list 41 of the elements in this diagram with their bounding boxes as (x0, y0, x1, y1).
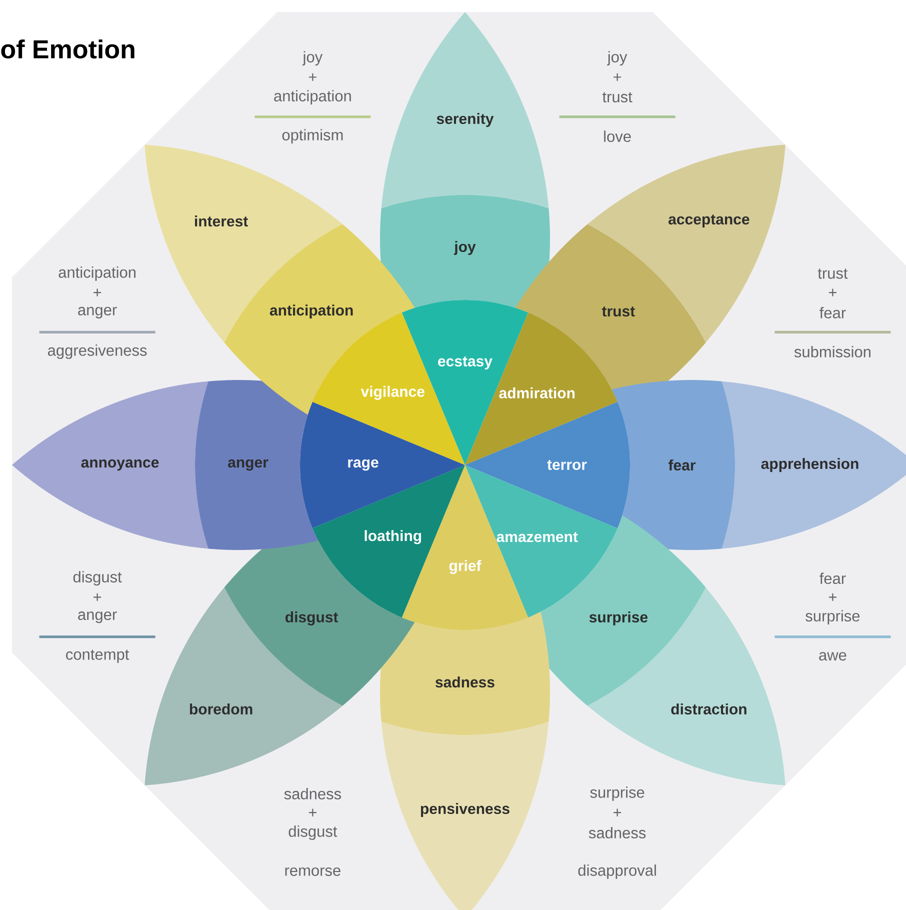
dyad-term: trust (818, 268, 848, 279)
petal-band: anger (195, 380, 318, 550)
dyad-name: aggresiveness (48, 344, 147, 359)
petal-band: fear (612, 380, 735, 550)
plus-sign: + (614, 808, 622, 816)
petal-band: apprehension (722, 381, 906, 549)
dyad-term: fear (820, 307, 846, 318)
dyad-name: awe (819, 652, 846, 661)
plus-sign: + (308, 73, 316, 81)
dyad-term: disgust (288, 825, 338, 840)
dyad-term: sadness (284, 788, 341, 800)
plus-sign: + (308, 808, 316, 816)
dyad-term: disgust (73, 571, 122, 586)
dyad-term: surprise (590, 786, 644, 801)
petal-band: annoyance (12, 381, 208, 549)
plus-sign: + (828, 288, 836, 296)
plus-sign: + (828, 593, 836, 601)
title: of Emotion (1, 39, 134, 59)
plus-sign: + (94, 288, 102, 296)
dyad-name: contempt (66, 650, 130, 663)
petal-band: pensiveness (381, 722, 549, 910)
petal-band: sadness (380, 612, 550, 735)
dyad-term: joy (607, 51, 628, 66)
dyad-name: remorse (285, 867, 340, 876)
dyad-term: anger (78, 306, 117, 318)
dyad-term: joy (302, 51, 323, 66)
dyad-term: fear (820, 572, 846, 584)
wheel-sector: terror (465, 402, 630, 528)
plus-sign: + (94, 593, 102, 601)
wheel-sector: rage (300, 402, 465, 528)
dyad-name: optimism (282, 129, 343, 144)
dyad-term: sadness (588, 827, 646, 838)
petal-band: serenity (381, 12, 549, 208)
dyad-term: trust (602, 92, 632, 102)
dyad-name: submission (794, 346, 870, 358)
dyad-term: anticipation (274, 90, 351, 105)
plus-sign: + (614, 73, 622, 81)
dyad-term: anger (78, 612, 117, 624)
dyad-name: disapproval (578, 864, 656, 879)
petal-band: joy (380, 195, 550, 318)
dyad-term: surprise (806, 610, 860, 625)
